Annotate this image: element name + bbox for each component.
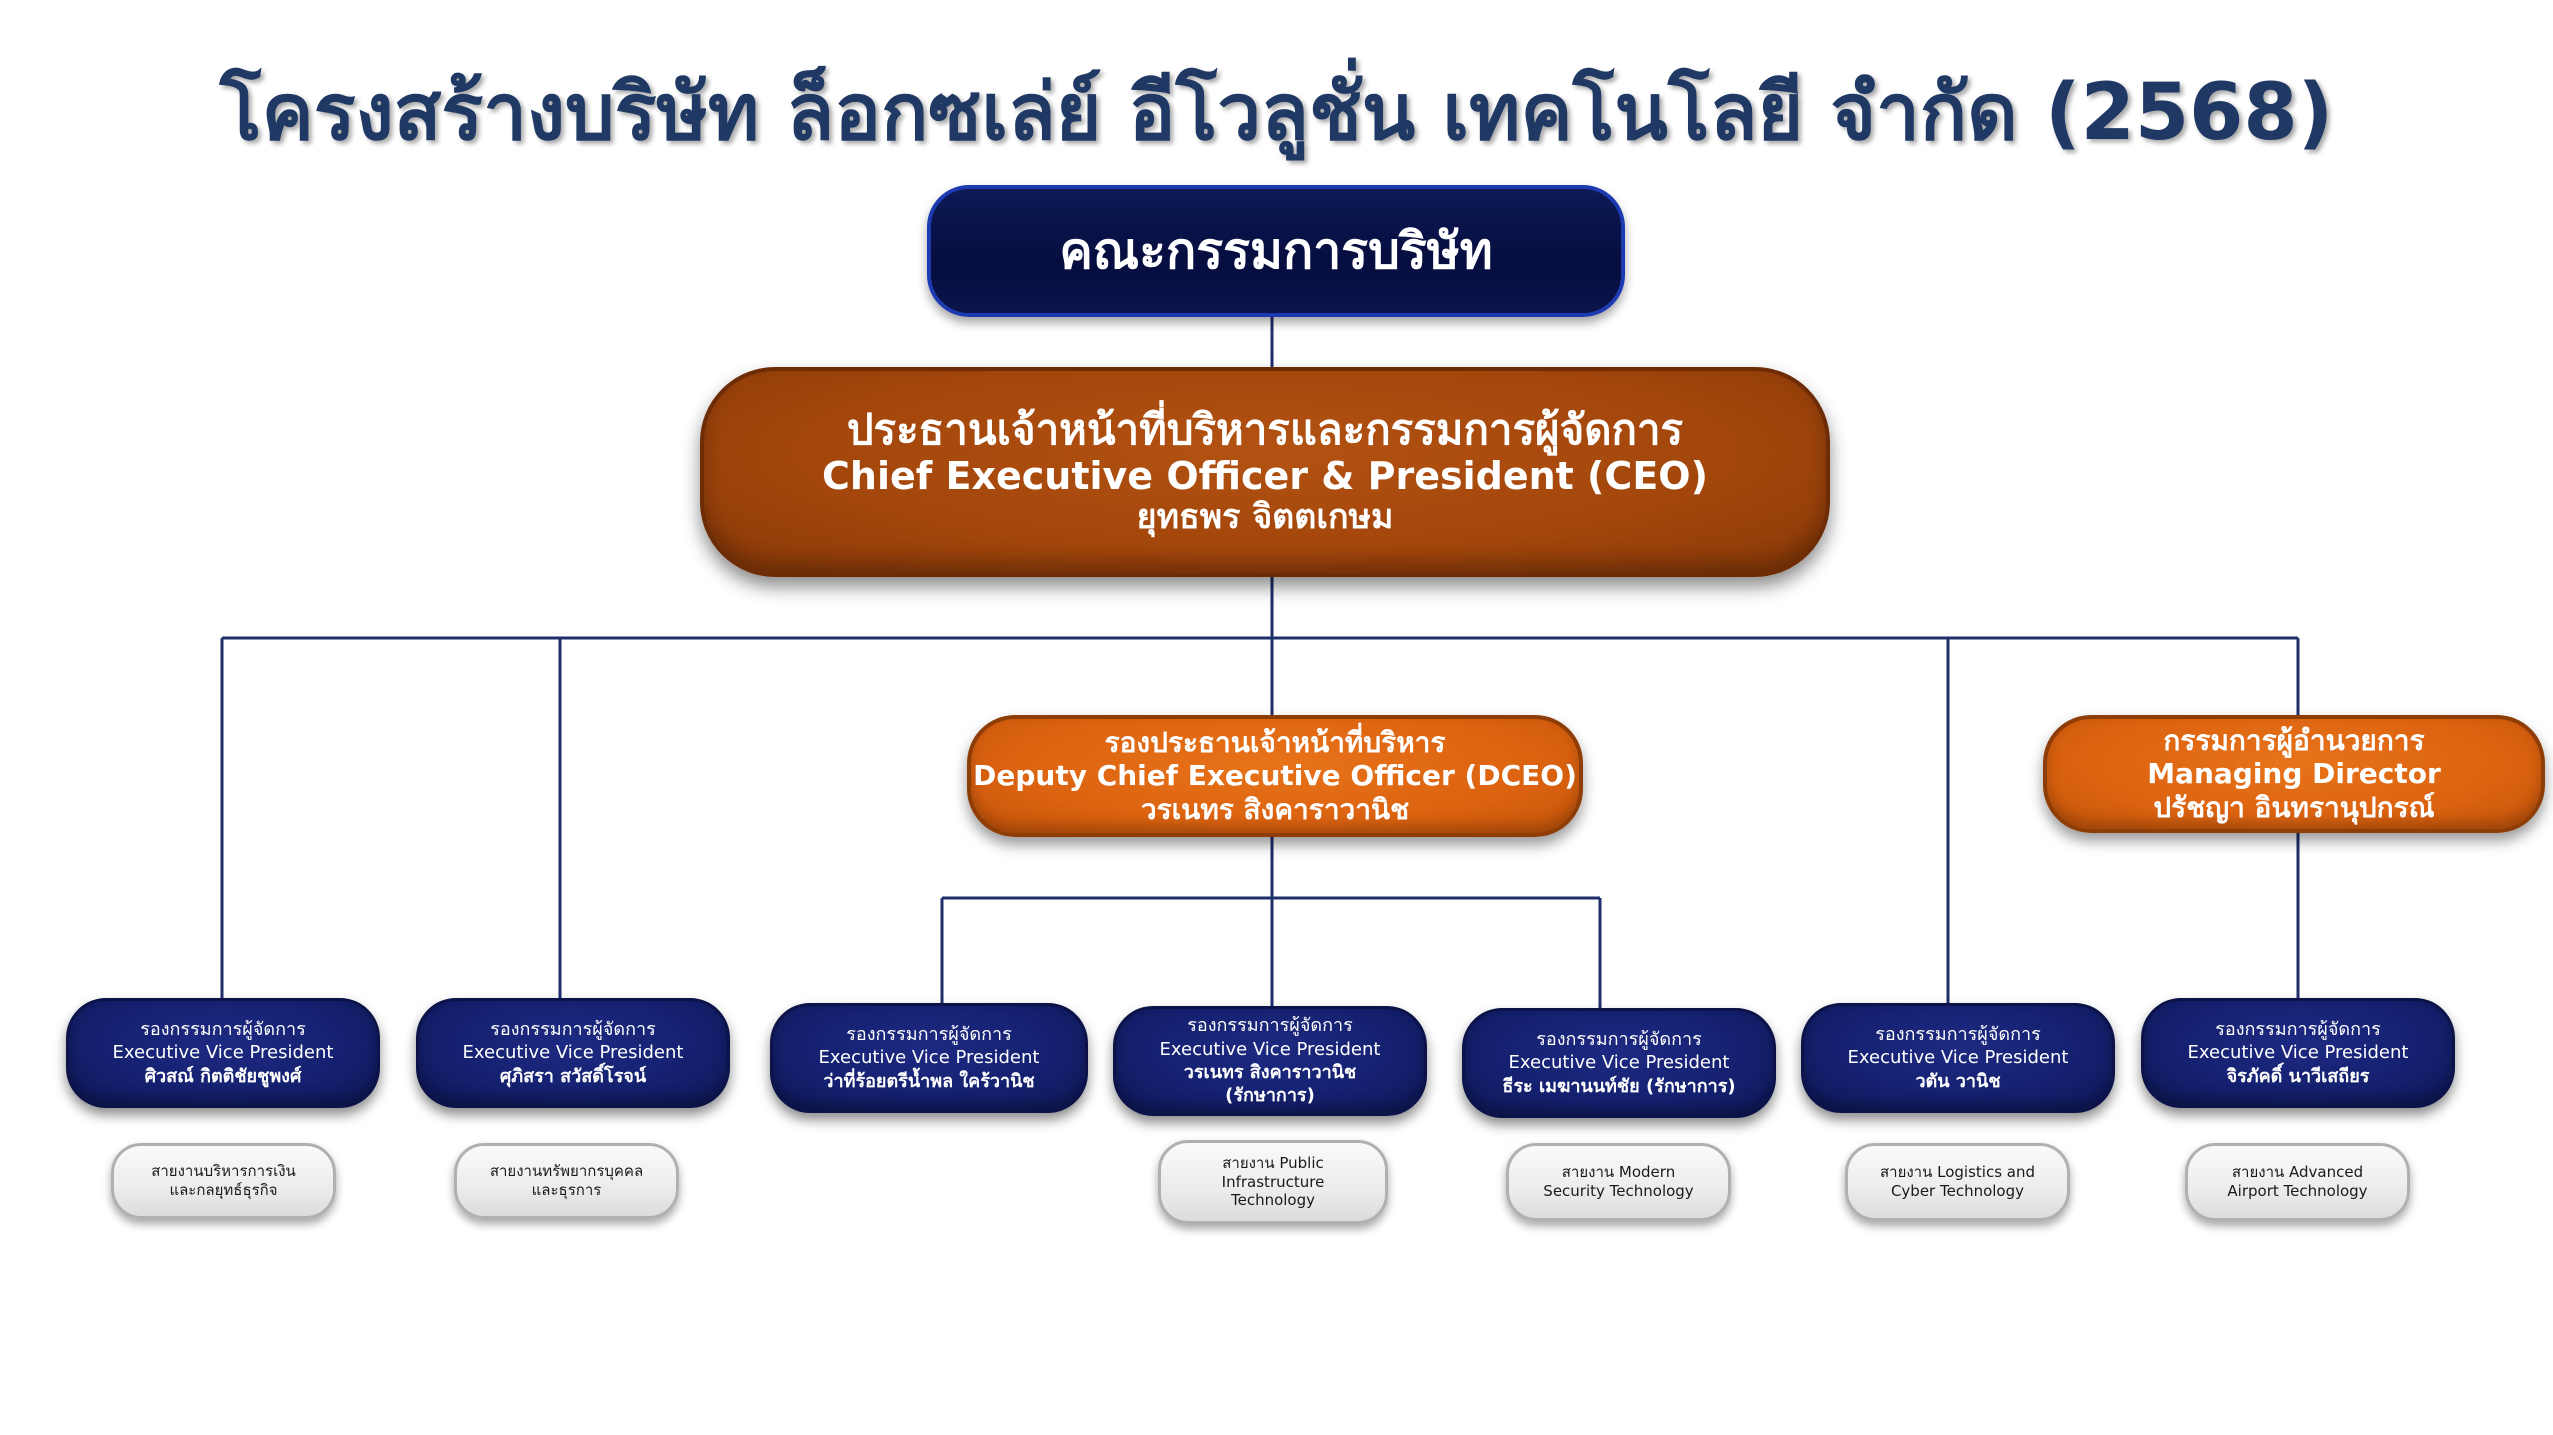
page-title: โครงสร้างบริษัท ล็อกซเล่ย์ อีโวลูชั่น เท… [219,68,2334,158]
evp-name: วตัน วานิช [1915,1070,2001,1092]
ceo-name: ยุทธพร จิตตเกษม [1136,497,1394,538]
evp-box-4: รองกรรมการผู้จัดการ Executive Vice Presi… [1113,1006,1427,1116]
evp-title-th: รองกรรมการผู้จัดการ [846,1023,1012,1045]
board-label: คณะกรรมการบริษัท [1059,221,1493,280]
dceo-box: รองประธานเจ้าหน้าที่บริหาร Deputy Chief … [967,715,1583,837]
evp-name: จิรภัคดิ์ นาวีเสถียร [2226,1065,2370,1087]
evp-name: ศิวสณ์ กิตติชัยชูพงศ์ [144,1065,302,1087]
evp-name: ธีระ เมฆานนท์ชัย (รักษาการ) [1502,1075,1736,1097]
evp-title-en: Executive Vice President [112,1042,334,1064]
md-title-en: Managing Director [2147,757,2441,791]
evp-name: ว่าที่ร้อยตรีน้ำพล ใคร้วานิช [823,1070,1035,1092]
dceo-title-en: Deputy Chief Executive Officer (DCEO) [973,759,1577,793]
md-title-th: กรรมการผู้อำนวยการ [2163,723,2425,757]
dept-hr-admin: สายงานทรัพยากรบุคคล และธุรการ [454,1143,679,1219]
evp-title-th: รองกรรมการผู้จัดการ [1875,1023,2041,1045]
ceo-box: ประธานเจ้าหน้าที่บริหารและกรรมการผู้จัดก… [700,367,1830,577]
dceo-name: วรเนทร สิงคาราวานิช [1140,792,1410,826]
ceo-title-en: Chief Executive Officer & President (CEO… [822,453,1708,498]
evp-name: ศุภิสรา สวัสดิ์โรจน์ [499,1065,647,1087]
dept-modern-security: สายงาน Modern Security Technology [1506,1143,1731,1221]
board-of-directors-box: คณะกรรมการบริษัท [927,185,1625,317]
dept-public-infrastructure: สายงาน Public Infrastructure Technology [1158,1140,1388,1224]
dceo-title-th: รองประธานเจ้าหน้าที่บริหาร [1104,725,1446,759]
evp-name-note: (รักษาการ) [1225,1085,1315,1107]
dept-advanced-airport: สายงาน Advanced Airport Technology [2185,1143,2410,1221]
evp-title-th: รองกรรมการผู้จัดการ [1187,1015,1353,1037]
evp-title-en: Executive Vice President [2187,1042,2409,1064]
evp-box-6: รองกรรมการผู้จัดการ Executive Vice Presi… [1801,1003,2115,1113]
evp-title-th: รองกรรมการผู้จัดการ [2215,1018,2381,1040]
evp-box-7: รองกรรมการผู้จัดการ Executive Vice Presi… [2141,998,2455,1108]
evp-title-th: รองกรรมการผู้จัดการ [1536,1028,1702,1050]
md-name: ปรัชญา อินทรานุปกรณ์ [2153,790,2435,824]
evp-title-en: Executive Vice President [818,1047,1040,1069]
evp-title-en: Executive Vice President [462,1042,684,1064]
evp-title-en: Executive Vice President [1847,1047,2069,1069]
evp-name: วรเนทร สิงคาราวานิช [1183,1062,1357,1083]
managing-director-box: กรรมการผู้อำนวยการ Managing Director ปรั… [2043,715,2545,833]
evp-box-2: รองกรรมการผู้จัดการ Executive Vice Presi… [416,998,730,1108]
evp-box-3: รองกรรมการผู้จัดการ Executive Vice Presi… [770,1003,1088,1113]
evp-title-th: รองกรรมการผู้จัดการ [490,1018,656,1040]
evp-title-en: Executive Vice President [1508,1052,1730,1074]
dept-logistics-cyber: สายงาน Logistics and Cyber Technology [1845,1143,2070,1221]
evp-title-th: รองกรรมการผู้จัดการ [140,1018,306,1040]
evp-box-1: รองกรรมการผู้จัดการ Executive Vice Presi… [66,998,380,1108]
evp-title-en: Executive Vice President [1159,1038,1381,1060]
evp-box-5: รองกรรมการผู้จัดการ Executive Vice Presi… [1462,1008,1776,1118]
dept-finance-strategy: สายงานบริหารการเงิน และกลยุทธ์ธุรกิจ [111,1143,336,1219]
ceo-title-th: ประธานเจ้าหน้าที่บริหารและกรรมการผู้จัดก… [846,405,1684,455]
